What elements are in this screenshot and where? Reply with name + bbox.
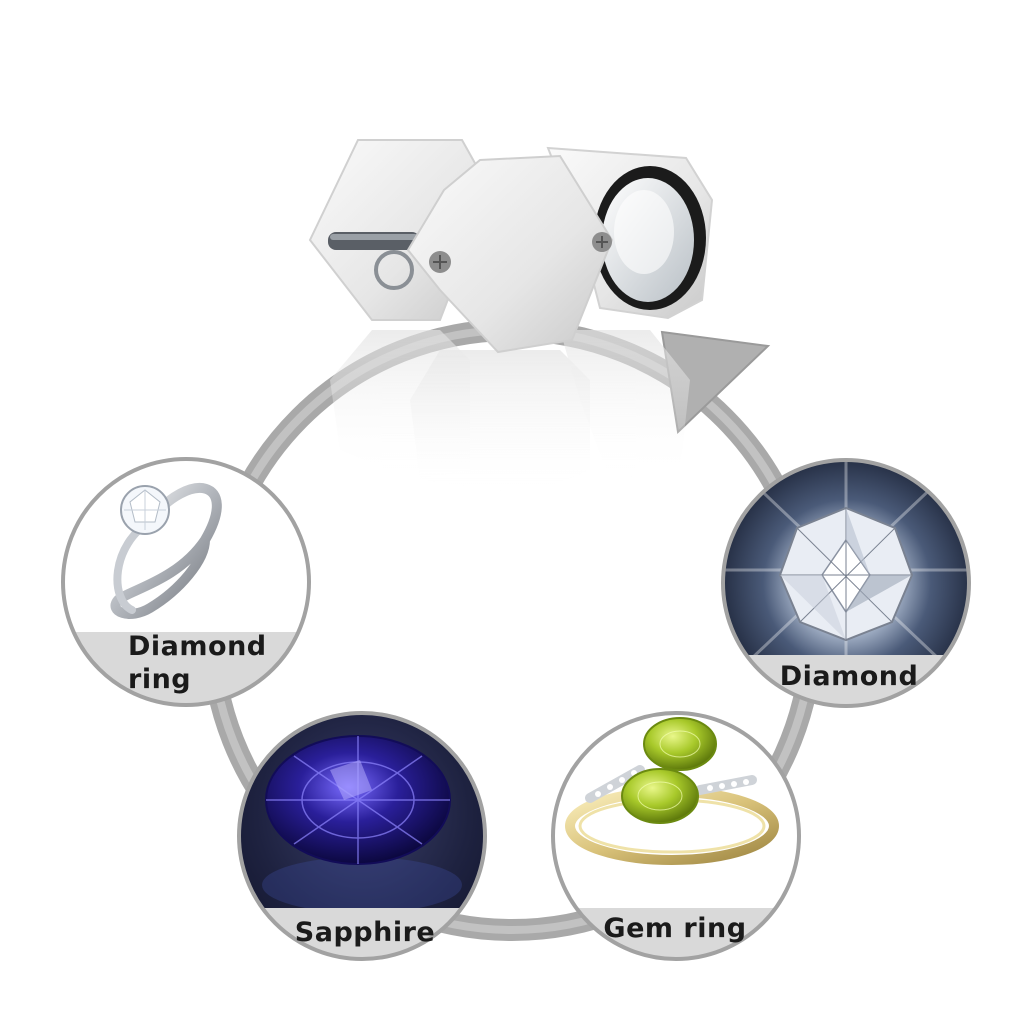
label-diamond-ring-line1: Diamond [128,631,267,662]
sapphire-gem-icon [265,735,451,865]
loupe-reflection [330,330,690,495]
label-diamond: Diamond [779,661,919,692]
label-gem-ring: Gem ring [603,913,747,944]
circle-diamond [721,458,971,708]
diamond-ring-icon [110,483,222,619]
gem-ring-icon [565,717,779,865]
circle-diamond-ring [61,457,311,707]
diamond-gem-icon [778,506,914,642]
label-sapphire: Sapphire [294,917,436,948]
label-diamond-ring: Diamond ring [128,630,298,696]
jewelers-loupe-icon [308,139,714,354]
label-diamond-ring-line2: ring [128,664,192,695]
